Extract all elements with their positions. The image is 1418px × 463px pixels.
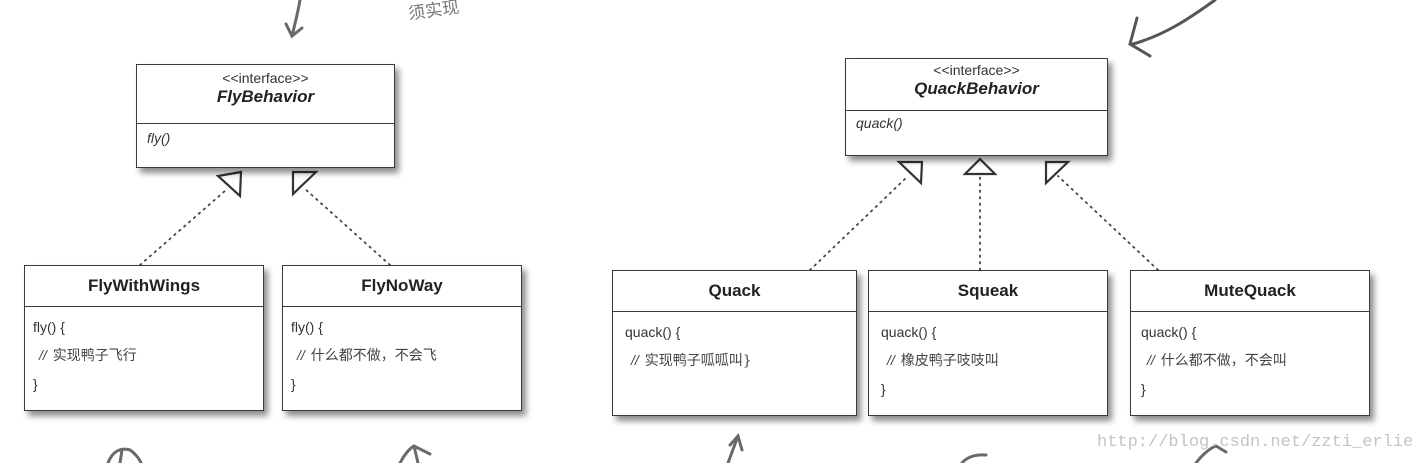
comment-text: 什么都不做，不会叫	[1160, 353, 1287, 369]
class-body: fly() { // 什么都不做，不会飞 }	[283, 307, 521, 404]
method-comment: // 什么都不做，不会叫	[1141, 346, 1359, 375]
interface-name: QuackBehavior	[914, 79, 1039, 98]
class-body: quack() { // 橡皮鸭子吱吱叫 }	[869, 312, 1107, 409]
realization-flywithwings	[139, 170, 243, 266]
class-body: quack() { // 实现鸭子呱呱叫}	[613, 312, 856, 381]
comment-text: 实现鸭子呱呱叫}	[644, 353, 752, 369]
comment-marker: //	[39, 347, 47, 363]
class-header: Quack	[613, 271, 856, 312]
interface-methods: quack()	[846, 111, 1107, 137]
class-name: Quack	[708, 281, 761, 300]
handwritten-arrow-top-left	[284, 0, 304, 39]
method-signature: quack()	[856, 115, 903, 131]
realization-squeak	[962, 157, 998, 271]
method-close: }	[291, 376, 296, 392]
class-flynoway: FlyNoWay fly() { // 什么都不做，不会飞 }	[282, 265, 522, 411]
interface-header: <<interface>> QuackBehavior	[846, 59, 1107, 111]
method-signature: quack() {	[1141, 324, 1197, 340]
comment-marker: //	[1147, 352, 1155, 368]
comment-marker: //	[297, 347, 305, 363]
method-signature: fly() {	[291, 319, 323, 335]
method-signature: fly() {	[33, 319, 65, 335]
handwritten-arrows-bottom	[106, 432, 1228, 463]
class-header: Squeak	[869, 271, 1107, 312]
interface-quackbehavior: <<interface>> QuackBehavior quack()	[845, 58, 1108, 156]
comment-text: 橡皮鸭子吱吱叫	[900, 353, 999, 369]
comment-text: 什么都不做，不会飞	[310, 348, 437, 364]
class-squeak: Squeak quack() { // 橡皮鸭子吱吱叫 }	[868, 270, 1108, 416]
method-close: }	[1141, 381, 1146, 397]
method-signature: fly()	[147, 130, 171, 146]
interface-name: FlyBehavior	[216, 87, 315, 106]
watermark-url: http://blog.csdn.net/zzti_erlie	[1097, 433, 1414, 452]
class-quack: Quack quack() { // 实现鸭子呱呱叫}	[612, 270, 857, 416]
class-name: Squeak	[957, 281, 1019, 300]
class-header: FlyWithWings	[25, 266, 263, 307]
comment-marker: //	[887, 352, 895, 368]
realization-quack	[809, 160, 924, 271]
stereotype-label: <<interface>>	[222, 70, 309, 86]
class-body: quack() { // 什么都不做，不会叫 }	[1131, 312, 1369, 409]
interface-methods: fly()	[137, 124, 394, 152]
class-header: MuteQuack	[1131, 271, 1369, 312]
method-comment: // 实现鸭子呱呱叫}	[625, 346, 846, 375]
method-close: }	[881, 381, 886, 397]
class-body: fly() { // 实现鸭子飞行 }	[25, 307, 263, 404]
method-comment: // 什么都不做，不会飞	[291, 341, 511, 370]
handwritten-arrow-top-right	[1128, 0, 1217, 58]
class-name: MuteQuack	[1204, 281, 1296, 300]
method-comment: // 橡皮鸭子吱吱叫	[881, 346, 1097, 375]
method-signature: quack() {	[625, 324, 681, 340]
comment-text: 实现鸭子飞行	[52, 348, 137, 364]
stereotype-label: <<interface>>	[933, 62, 1020, 78]
method-comment: // 实现鸭子飞行	[33, 341, 253, 370]
realization-mutequack	[1044, 160, 1159, 271]
class-name: FlyWithWings	[87, 276, 201, 295]
realization-flynoway	[291, 170, 391, 266]
method-close: }	[33, 376, 38, 392]
class-mutequack: MuteQuack quack() { // 什么都不做，不会叫 }	[1130, 270, 1370, 416]
class-name: FlyNoWay	[361, 276, 443, 295]
class-flywithwings: FlyWithWings fly() { // 实现鸭子飞行 }	[24, 265, 264, 411]
class-header: FlyNoWay	[283, 266, 521, 307]
method-signature: quack() {	[881, 324, 937, 340]
comment-marker: //	[631, 352, 639, 368]
interface-flybehavior: <<interface>> FlyBehavior fly()	[136, 64, 395, 168]
interface-header: <<interface>> FlyBehavior	[137, 65, 394, 124]
